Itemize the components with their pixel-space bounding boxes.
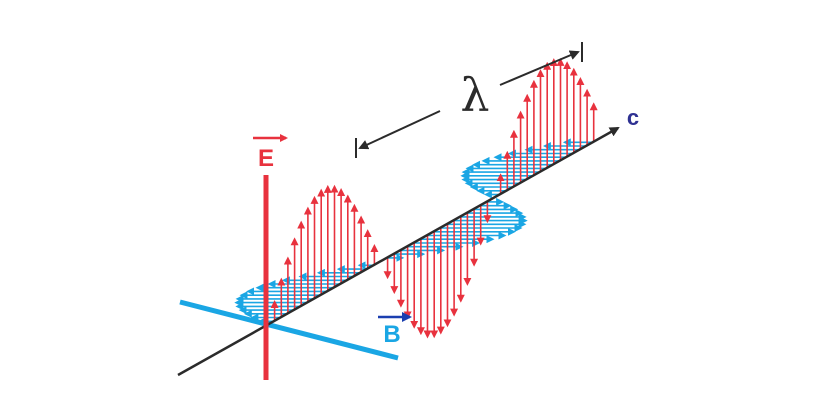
wave-vectors — [234, 57, 598, 339]
electric-field-label: E — [258, 145, 274, 172]
magnetic-field-label-group: B — [378, 312, 412, 348]
electric-field-label-group: E — [253, 134, 288, 172]
speed-of-light-label: c — [627, 105, 639, 130]
magnetic-axis-line — [179, 299, 399, 361]
magnetic-field-label: B — [383, 321, 400, 348]
wavelength-arrow-left — [358, 110, 441, 150]
wavelength-label: λ — [460, 68, 489, 122]
propagation-axis — [177, 126, 620, 377]
wavelength-arrow-right — [499, 50, 580, 86]
wavelength-indicator: λ — [355, 42, 583, 158]
